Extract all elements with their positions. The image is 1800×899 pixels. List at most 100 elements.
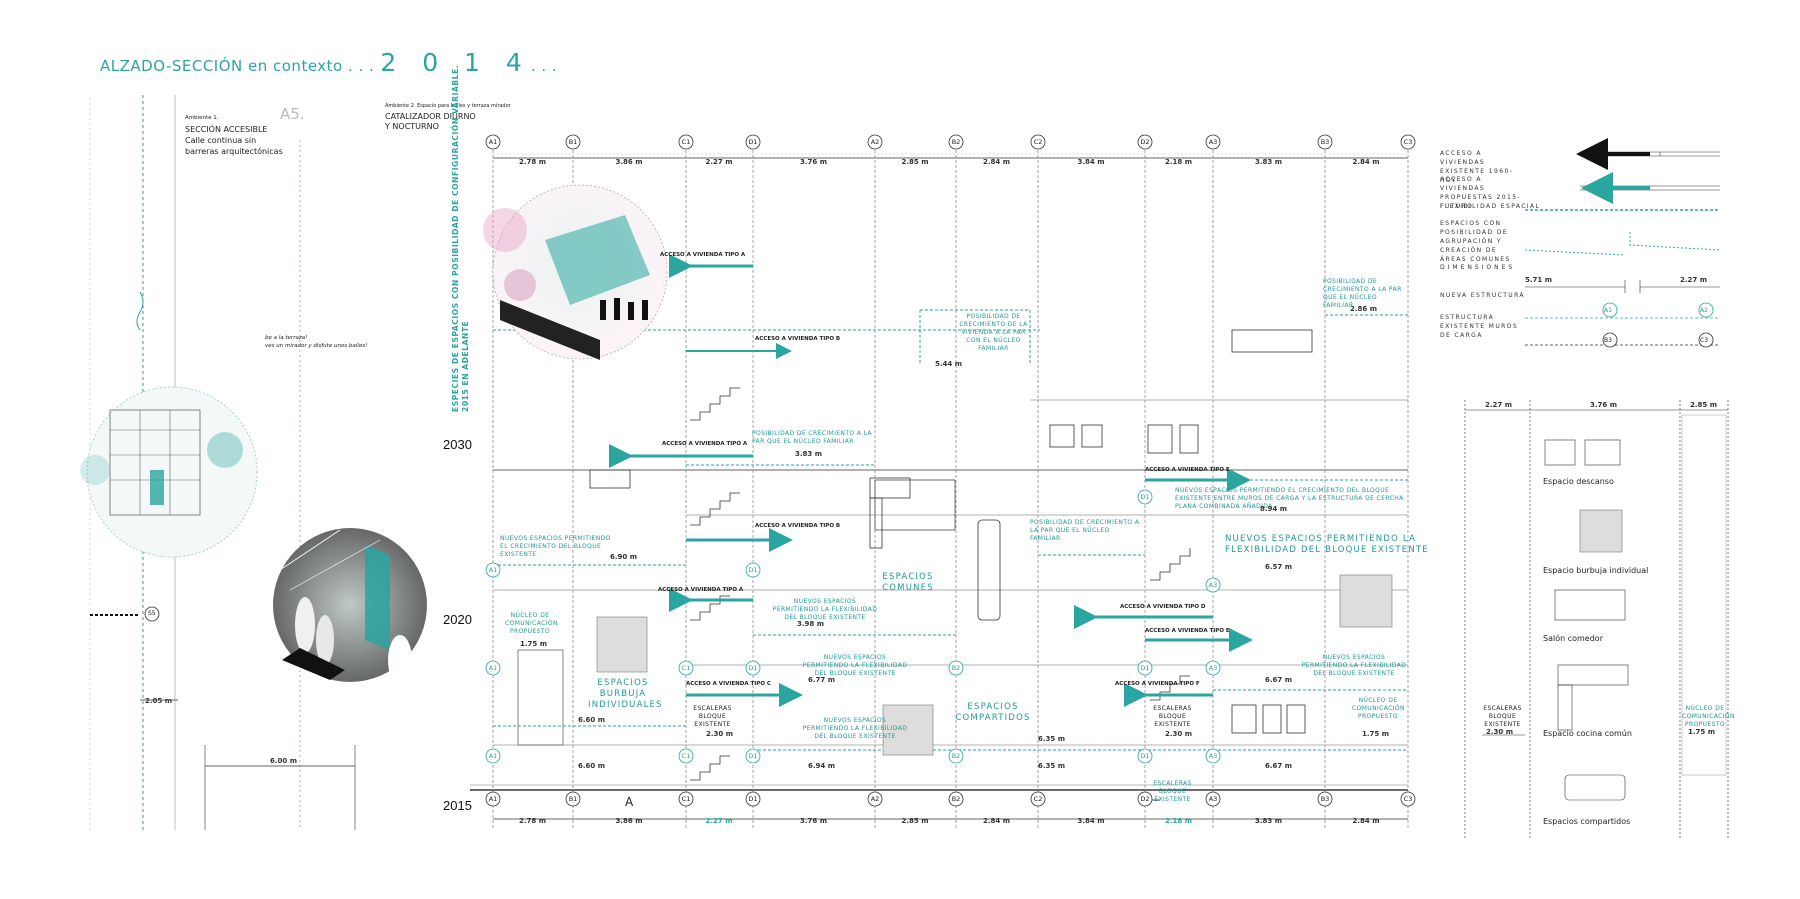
axis-label-top-a3: A3 [1208, 138, 1218, 146]
accesible-title: SECCIÓN ACCESIBLE [185, 125, 268, 134]
catalizador-line2: Y NOCTURNO [385, 122, 439, 131]
axis-bubble-top-b2 [948, 134, 964, 150]
axis-label-top-a2: A2 [870, 138, 880, 146]
span-dim-top-5: 2.84 m [983, 158, 1011, 166]
dim-175b: 1.75 m [1362, 730, 1390, 738]
axis-bubble-bottom-b1 [565, 791, 581, 807]
note-nuevos-cercha: NUEVOS ESPACIOS PERMITIENDO EL CRECIMIEN… [1175, 487, 1404, 510]
axis-bubble-top-a3 [1205, 134, 1221, 150]
axis-label-top-c3: C3 [1403, 138, 1413, 146]
span-dim-top-4: 2.85 m [901, 158, 929, 166]
axis-bubble-top-a1 [485, 134, 501, 150]
note-nuevos-flex-3: NUEVOS ESPACIOS PERMITIENDO LA FLEXIBILI… [1301, 654, 1407, 677]
axis-label-bottom-b3: B3 [1320, 795, 1330, 803]
span-dim-top-1: 3.86 m [615, 158, 643, 166]
rp-escaleras: ESCALERAS BLOQUE EXISTENTE [1483, 705, 1522, 728]
axis-s5: S5 [148, 610, 156, 617]
vertical-caption-line1: ESPECIES DE ESPACIOS CON POSIBILIDAD DE … [451, 64, 460, 412]
dim-667a: 6.67 m [1265, 676, 1293, 684]
dim-230b: 2.30 m [1165, 730, 1193, 738]
dim-230a: 2.30 m [706, 730, 734, 738]
legend-graphics [1524, 138, 1721, 348]
axis-bubble-mid-d1 [745, 748, 761, 764]
dim-660: 6.60 m [578, 716, 606, 724]
axis-bubble-bottom-d2 [1137, 791, 1153, 807]
legend-axis-a2: A2 [1700, 307, 1708, 314]
axis-label-mid-d1: D1 [1140, 664, 1150, 672]
dim-635b: 6.35 m [1038, 762, 1066, 770]
axis-label-mid-d1: D1 [748, 566, 758, 574]
bubble-icon-b [1339, 574, 1393, 628]
axis-bubble-bottom-a2 [867, 791, 883, 807]
axis-label-bottom-a3: A3 [1208, 795, 1218, 803]
legend-existente-estr: ESTRUCTURA EXISTENTE MUROS DE CARGA [1440, 314, 1519, 339]
terrace-vignette [80, 386, 258, 558]
rp-dim-376: 3.76 m [1590, 401, 1618, 409]
note-big-line2: FLEXIBILIDAD DEL BLOQUE EXISTENTE [1225, 545, 1429, 555]
caption-burbuja: Espacio burbuja individual [1543, 566, 1649, 575]
axis-label-top-b3: B3 [1320, 138, 1330, 146]
axis-label-top-c2: C2 [1033, 138, 1043, 146]
axis-label-mid-a1: A1 [488, 566, 498, 574]
note-escaleras-3: ESCALERAS BLOQUE EXISTENTE [1153, 780, 1192, 803]
dim-175a: 1.75 m [520, 640, 548, 648]
note-espacios-compartidos: ESPACIOS COMPARTIDOS [955, 702, 1031, 723]
note-crecimiento-par-3: POSIBILIDAD DE CRECIMIENTO A LA PAR QUE … [1030, 519, 1140, 542]
dim-600: 6.00 m [270, 757, 298, 765]
title-prefix: ALZADO-SECCIÓN en contexto . . . [100, 57, 375, 75]
axis-bubble-mid-d1 [745, 660, 761, 676]
span-dim-top-0: 2.78 m [519, 158, 547, 166]
axis-label-mid-b2: B2 [951, 664, 961, 672]
axis-label-mid-d1: D1 [1140, 752, 1150, 760]
axis-bubble-mid-b2 [948, 748, 964, 764]
note-nucleo-1: NÚCLEO DE COMUNICACIÓN PROPUESTO [505, 612, 558, 635]
note-escaleras-2: ESCALERAS BLOQUE EXISTENTE [1153, 705, 1192, 728]
axis-label-mid-a3: A3 [1208, 581, 1218, 589]
catalizador-line1: CATALIZADOR DIURNO [385, 112, 476, 121]
axis-bubble-mid-a3 [1205, 660, 1221, 676]
note-nuevos-bloque: NUEVOS ESPACIOS PERMITIENDO EL CRECIMIEN… [500, 535, 611, 558]
section-code: A5. [280, 105, 305, 123]
year-2030: 2030 [443, 437, 472, 452]
bubble-icon-c [882, 704, 934, 756]
ambiente2-label: Ambiente 2. Espacio para bailes y terraz… [385, 103, 511, 109]
note-escaleras-1: ESCALERAS BLOQUE EXISTENTE [693, 705, 732, 728]
note-nuevos-flex-1: NUEVOS ESPACIOS PERMITIENDO LA FLEXIBILI… [772, 598, 878, 621]
span-dim-bottom-5: 2.84 m [983, 817, 1011, 825]
dim-660b: 6.60 m [578, 762, 606, 770]
ambiente1-label: Ambiente 1. [185, 115, 219, 121]
legend-axis-a1: A1 [1604, 307, 1612, 314]
axis-bubble-top-c1 [678, 134, 694, 150]
axis-label-top-b1: B1 [568, 138, 578, 146]
note-nuevos-flex-2: NUEVOS ESPACIOS PERMITIENDO LA FLEXIBILI… [802, 654, 908, 677]
access-label-a3: ACCESO A VIVIENDA TIPO A [658, 587, 744, 593]
rp-dim-230: 2.30 m [1486, 728, 1514, 736]
axis-bubble-mid-a1 [485, 660, 501, 676]
note-crecimiento-par-1: POSIBILIDAD DE CRECIMIENTO A LA PAR QUE … [1323, 278, 1402, 309]
rp-dim-285: 2.85 m [1690, 401, 1718, 409]
axis-label-mid-a1: A1 [488, 752, 498, 760]
axis-label-mid-d1: D1 [1140, 493, 1150, 501]
access-label-b2: ACCESO A VIVIENDA TIPO B [755, 523, 841, 529]
axis-bubble-mid-d1 [1137, 748, 1153, 764]
dim-894: 8.94 m [1260, 505, 1288, 513]
axis-label-mid-c1: C1 [681, 664, 691, 672]
legend-dim-a: 5.71 m [1525, 276, 1553, 284]
axis-bubble-top-c3 [1400, 134, 1416, 150]
night-vignette [273, 528, 427, 685]
dim-205: 2.05 m [145, 697, 173, 705]
axis-bubble-top-d1 [745, 134, 761, 150]
axis-bubble-bottom-c3 [1400, 791, 1416, 807]
rp-dim-227: 2.27 m [1485, 401, 1513, 409]
note-nucleo-2: NÚCLEO DE COMUNICACIÓN PROPUESTO [1352, 697, 1405, 720]
legend-axis-b3: B3 [1604, 337, 1612, 344]
access-label-e2: ACCESO A VIVIENDA TIPO E [1145, 628, 1230, 634]
axis-bubble-bottom-d1 [745, 791, 761, 807]
span-dim-top-8: 3.83 m [1255, 158, 1283, 166]
axis-label-mid-c1: C1 [681, 752, 691, 760]
axis-bubble-mid-d1 [1137, 489, 1153, 505]
legend-agrupacion: ESPACIOS CON POSIBILIDAD DE AGRUPACIÓN Y… [1440, 220, 1511, 263]
legend-dim-b: 2.27 m [1680, 276, 1708, 284]
axis-bubble-top-b1 [565, 134, 581, 150]
rp-dim-175: 1.75 m [1688, 728, 1716, 736]
